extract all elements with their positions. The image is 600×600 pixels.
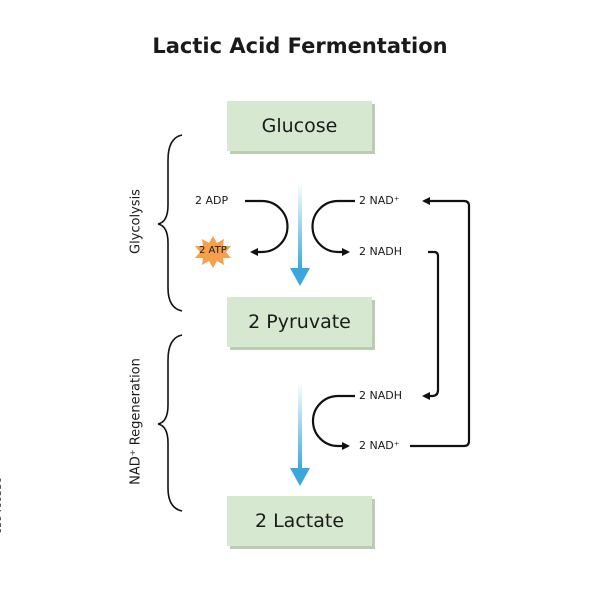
nad-return-arrow <box>410 197 471 448</box>
main-arrow-1 <box>290 182 310 286</box>
adp-label: 2 ADP <box>195 194 229 207</box>
regeneration-label: NAD⁺ Regeneration <box>128 358 144 485</box>
nadh-transfer-arrow <box>422 250 440 400</box>
atp-label: 2 ATP <box>199 245 227 256</box>
regeneration-brace <box>157 334 183 512</box>
glycolysis-brace <box>157 134 183 312</box>
pyruvate-box: 2 Pyruvate <box>227 297 372 347</box>
glucose-box: Glucose <box>227 101 372 151</box>
nad-label-1: 2 NAD⁺ <box>359 194 400 207</box>
diagram-title: Lactic Acid Fermentation <box>152 34 448 58</box>
main-arrow-2 <box>290 382 310 486</box>
stock-id: 659460550 <box>0 476 5 535</box>
adp-atp-arrow <box>245 199 289 256</box>
glycolysis-label: Glycolysis <box>128 189 144 254</box>
lactate-box: 2 Lactate <box>227 496 372 546</box>
nadh-nad-arrow-2 <box>311 394 355 450</box>
nadh-label-1: 2 NADH <box>359 245 402 258</box>
atp-star-icon <box>195 236 231 268</box>
nadh-label-2: 2 NADH <box>359 389 402 402</box>
nad-label-2: 2 NAD⁺ <box>359 439 400 452</box>
nad-nadh-arrow-1 <box>311 199 355 256</box>
